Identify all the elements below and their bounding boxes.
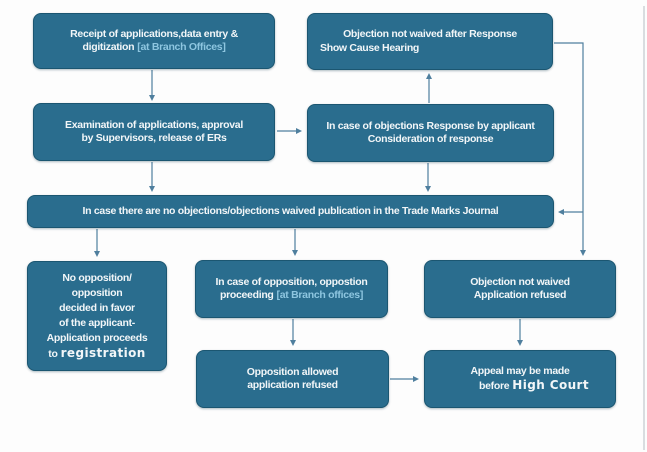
branch-offices-highlight: [at Branch Offices] — [137, 41, 226, 53]
node-text-line: In case of objections Response by applic… — [326, 119, 535, 132]
arrow-hearing-to-objection-refused — [554, 42, 586, 256]
node-publication-journal: In case there are no objections/objectio… — [27, 195, 554, 228]
node-text-line: decided in favor — [59, 301, 135, 314]
node-text-line: opposition — [71, 286, 123, 299]
branch-offices-highlight: [at Branch offices] — [276, 289, 364, 301]
node-text-line: Examination of applications, approval — [65, 118, 243, 131]
node-text-line: proceeding[at Branch offices] — [202, 289, 381, 303]
node-text-line: Consideration of response — [367, 133, 494, 145]
node-examination: Examination of applications, approval by… — [33, 103, 275, 161]
node-objections-response: In case of objections Response by applic… — [307, 104, 554, 162]
node-text-line: Show Cause Hearing — [320, 41, 420, 54]
node-text-line: Opposition allowed — [246, 365, 339, 378]
node-opposition-proceeding: In case of opposition, oppostion proceed… — [195, 260, 388, 318]
node-opposition-allowed: Opposition allowed application refused — [196, 350, 389, 408]
node-text-line: digitization[at Branch Offices] — [40, 41, 268, 55]
node-objection-hearing: Objection not waived after Response Show… — [307, 13, 553, 70]
high-court-text: High Court — [512, 377, 589, 392]
node-receipt-applications: Receipt of applications,data entry & dig… — [33, 13, 275, 69]
node-text: digitization — [82, 41, 135, 53]
node-text-line: Application proceeds — [46, 331, 148, 344]
node-text-line: Receipt of applications,data entry & — [70, 27, 238, 40]
page-edge-line — [643, 6, 645, 450]
node-text-line: No opposition/ — [62, 271, 132, 284]
node-text-line: Appeal may be made — [470, 365, 570, 377]
node-text-line: In case of opposition, oppostion — [215, 275, 368, 288]
node-text-line: of the applicant- — [59, 316, 135, 329]
node-text-line: application refused — [247, 379, 338, 391]
node-text-line: Objection not waived after Response — [343, 28, 517, 40]
node-text: before — [478, 379, 510, 392]
registration-text: registration — [60, 345, 146, 360]
node-objection-refused: Objection not waived Application refused — [424, 260, 616, 318]
node-text-line: Objection not waived — [470, 275, 570, 288]
node-text-line: Application refused — [473, 289, 567, 301]
node-text: proceeding — [219, 289, 274, 301]
node-no-opposition-registration: No opposition/ opposition decided in fav… — [27, 261, 167, 371]
node-text-line: by Supervisors, release of ERs — [81, 132, 227, 144]
node-text-line: In case there are no objections/objectio… — [82, 204, 499, 217]
node-text: to — [48, 347, 58, 360]
